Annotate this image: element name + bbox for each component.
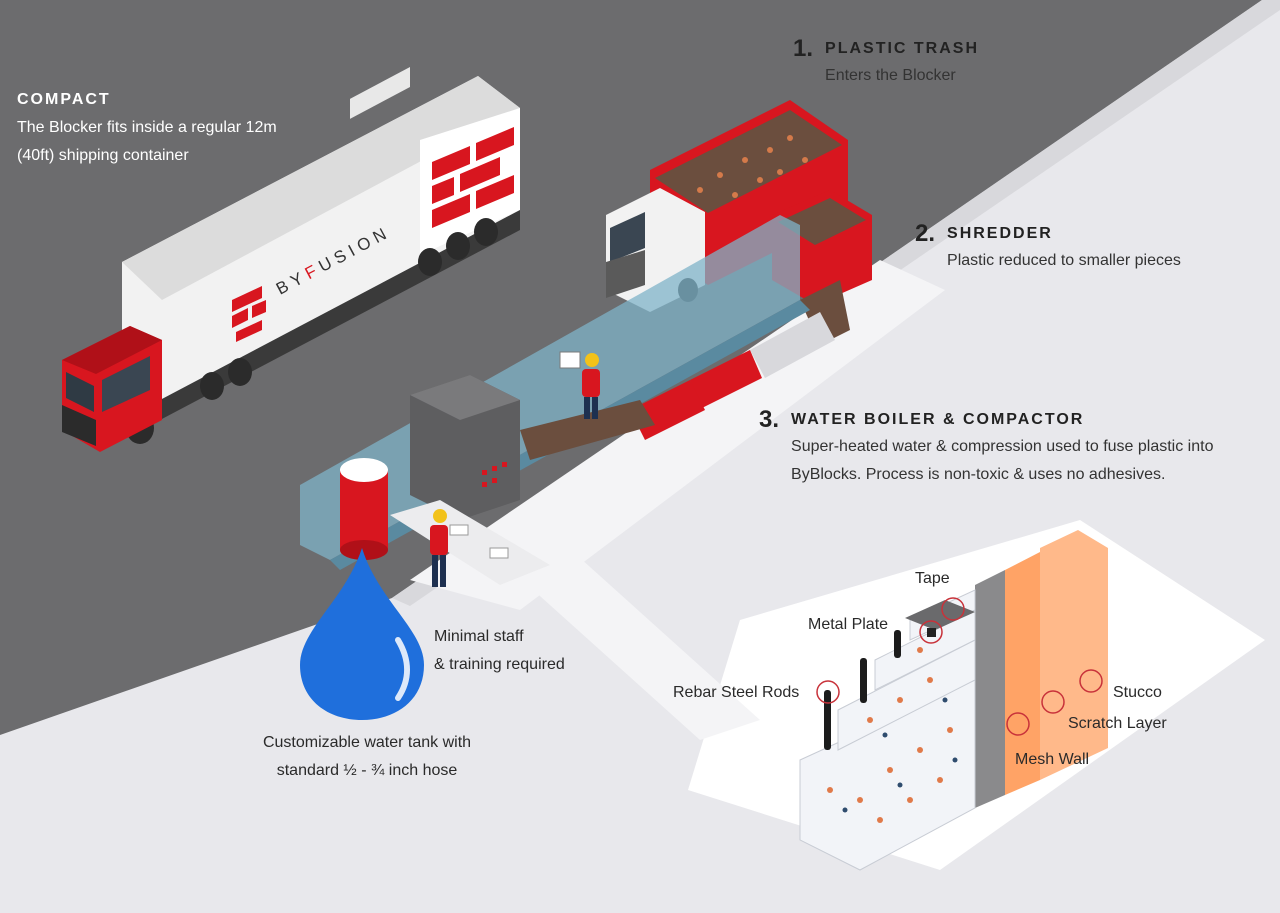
tank-bottom [340,540,388,560]
side-skirt [350,66,410,119]
tank-body [340,470,388,550]
pipe-section [750,312,835,378]
callout-circles [816,597,1103,736]
step-number: 1. [793,35,814,62]
water-tank-line-2: standard ½ - ¾ inch hose [276,762,458,779]
mesh-callout [1006,712,1030,736]
cab-grille [62,405,96,446]
byblocks-on-table [449,524,509,559]
step-desc: Plastic reduced to smaller pieces [947,252,1181,269]
step-shredder: 2. SHREDDER Plastic reduced to smaller p… [915,221,1181,275]
step-title: SHREDDER [947,225,1053,242]
step-number: 2. [915,220,936,247]
staff-line-2: & training required [434,656,565,673]
dump-grille [606,250,645,298]
block-pattern [827,647,953,823]
label-mesh-wall: Mesh Wall [1015,751,1090,768]
tape-callout [941,597,965,621]
compact-title: COMPACT [17,91,111,108]
label-rebar: Rebar Steel Rods [673,684,800,701]
worktable [390,500,550,585]
label-metal-plate: Metal Plate [808,616,889,633]
step-plastic-trash: 1. PLASTIC TRASH Enters the Blocker [793,36,979,90]
staff-note: Minimal staff & training required [434,623,565,679]
compact-line-2: (40ft) shipping container [17,147,189,164]
step-water-boiler-compactor: 3. WATER BOILER & COMPACTOR Super-heated… [759,407,1213,489]
pipe-red [690,350,762,408]
staff-line-1: Minimal staff [434,628,524,645]
step-title: WATER BOILER & COMPACTOR [791,411,1085,428]
step-number: 3. [759,406,780,433]
label-scratch-layer: Scratch Layer [1068,715,1167,732]
rebar-callout [816,680,840,704]
cab-windshield [66,372,94,412]
water-drop-highlight [395,637,410,701]
side-brick-logo [232,286,266,342]
tape [927,628,936,637]
control-buttons [482,462,507,487]
water-drop-icon [300,548,424,720]
step-desc: Enters the Blocker [825,67,956,84]
stucco-callout [1079,669,1103,693]
container-truck [62,66,520,452]
worker-at-table [430,509,448,587]
cab-roof [62,326,162,374]
byblock-wall [799,530,1108,871]
compactor-top [410,375,520,420]
compactor [410,375,520,520]
block-pattern-blue [842,697,958,813]
scratch-callout [1041,690,1065,714]
shredder-chute [800,280,850,345]
metal-plate [905,600,975,630]
water-tank-line-1: Customizable water tank with [262,734,472,751]
metal-plate-callout [919,620,943,644]
compactor-body [410,375,520,520]
plastic-trash-load [655,110,842,213]
step-desc-line-1: Super-heated water & compression used to… [791,438,1214,455]
label-tape: Tape [915,570,950,587]
mesh-wall [975,570,1005,808]
tank-top [340,458,388,482]
step-desc-line-2: ByBlocks. Process is non-toxic & uses no… [791,466,1166,483]
trash-pieces [697,135,808,198]
compact-block: COMPACT The Blocker fits inside a regula… [17,86,277,170]
label-stucco: Stucco [1113,684,1162,701]
step-title: PLASTIC TRASH [825,40,980,57]
water-tank [340,458,388,560]
compact-line-1: The Blocker fits inside a regular 12m [17,119,277,136]
conveyor-belt [520,400,655,460]
walkway [500,540,760,740]
worker-at-computer [559,351,600,419]
water-tank-note: Customizable water tank with standard ½ … [256,729,478,785]
dump-windshield [610,212,645,262]
rebar-steel-rods [824,630,901,750]
truck-wheels [126,218,498,444]
container-top [122,76,520,300]
stucco-layer [1040,530,1108,780]
rear-brick-logo [432,127,514,228]
cab-window [102,356,150,412]
